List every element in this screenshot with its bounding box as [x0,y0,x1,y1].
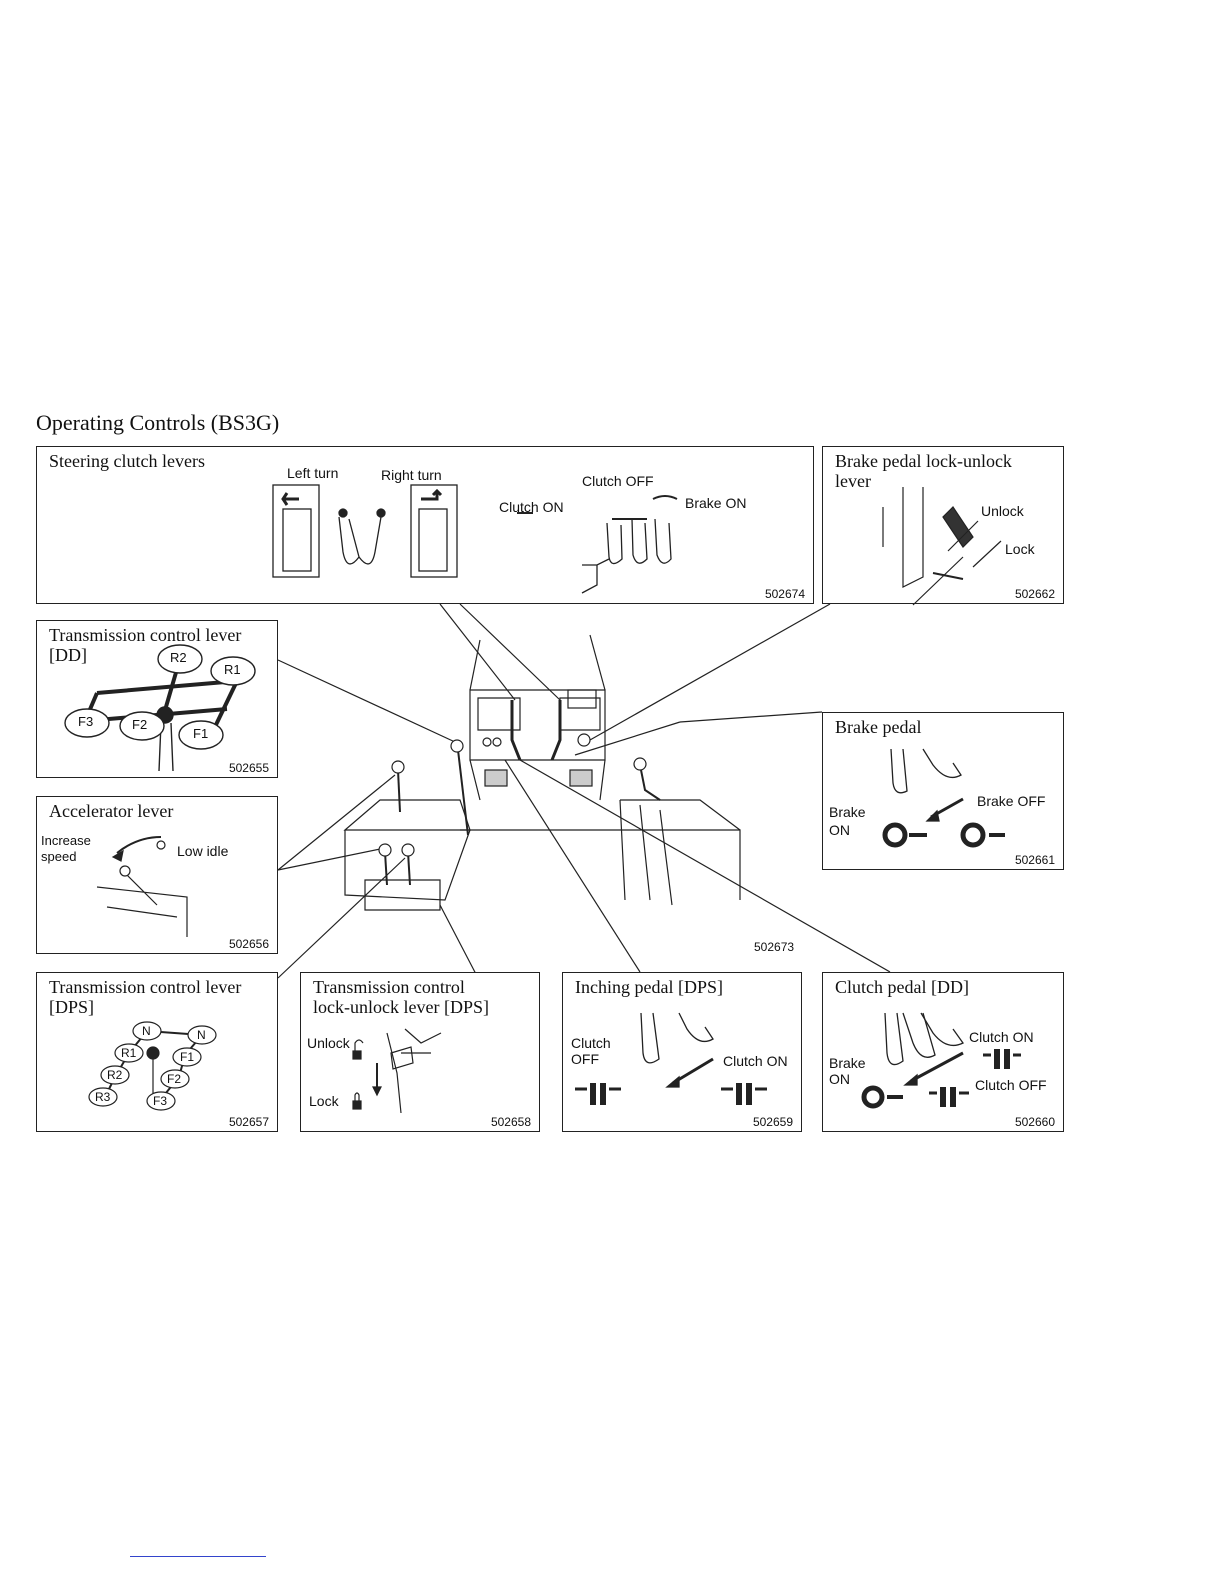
gear-r3: R3 [95,1090,111,1104]
gear-f1: F1 [180,1050,195,1064]
brake-lock-illustration [882,487,1002,606]
clutch-off-label: Clutch OFF [975,1077,1047,1093]
clutch-off-label: Clutch OFF [582,473,654,489]
figure-code: 502661 [1014,853,1055,867]
panel-title: Brake pedal [835,717,922,737]
brake-pedal-illustration [882,748,1005,848]
clutch-on-label: Clutch ON [499,499,564,515]
page-title: Operating Controls (BS3G) [36,410,280,435]
transmission-lock-panel: Transmission control lock-unlock lever [… [300,972,540,1132]
figure-code: 502662 [1014,587,1055,601]
gear-f3: F3 [78,714,94,729]
gear-n-left: N [142,1024,151,1038]
gear-r2: R2 [107,1068,123,1082]
accelerator-illustration [96,836,188,937]
figure-code: 502655 [228,761,269,775]
clutch-pedal-panel: Clutch pedal [DD] Clutch ON Brake ON Clu… [822,972,1064,1132]
figure-code: 502660 [1014,1115,1055,1129]
gear-f3: F3 [153,1094,168,1108]
gear-n-right: N [197,1028,206,1042]
brake-off-label: Brake OFF [977,793,1046,809]
gear-r1: R1 [121,1046,137,1060]
panel-title: Clutch pedal [DD] [835,977,969,997]
transmission-dd-panel: Transmission control lever [DD] R2 R1 F3… [36,620,278,778]
inching-pedal-panel: Inching pedal [DPS] Clutch OFF Clutch ON… [562,972,802,1132]
panel-title: Transmission control lever [DD] [49,625,242,665]
inching-pedal-illustration [575,1012,767,1105]
panel-title: Brake pedal lock-unlock lever [835,451,1012,491]
panel-title: Steering clutch levers [49,451,205,471]
center-code: 502673 [754,940,795,954]
figure-code: 502656 [228,937,269,951]
panel-title: Transmission control lock-unlock lever [… [313,977,489,1017]
steering-lever-illustration [272,484,678,594]
footer-rule [130,1556,266,1557]
brake-on-label: Brake ON [829,1055,866,1087]
lock-lever-illustration [352,1028,442,1114]
clutch-pedal-illustration [861,1012,1021,1109]
gear-f2: F2 [167,1072,182,1086]
dps-gear-pattern [88,1021,217,1111]
steering-clutch-panel: Steering clutch levers Left turn Right t… [36,446,814,604]
right-turn-label: Right turn [381,467,442,483]
gear-f2: F2 [132,717,148,732]
dd-gear-pattern [64,644,256,772]
brake-on-label: Brake ON [685,495,747,511]
panel-title: Inching pedal [DPS] [575,977,723,997]
brake-on-label: Brake ON [829,804,866,838]
left-turn-label: Left turn [287,465,339,481]
gear-f1: F1 [193,726,209,741]
figure-code: 502657 [228,1115,269,1129]
unlock-label: Unlock [981,503,1024,519]
lock-label: Lock [309,1093,339,1109]
lock-label: Lock [1005,541,1035,557]
clutch-on-label: Clutch ON [723,1053,788,1069]
unlock-label: Unlock [307,1035,350,1051]
clutch-off-label: Clutch OFF [571,1035,611,1067]
gear-r2: R2 [170,650,187,665]
figure-code: 502659 [752,1115,793,1129]
panel-title: Transmission control lever [DPS] [49,977,242,1017]
brake-lock-panel: Brake pedal lock-unlock lever Unlock Loc… [822,446,1064,606]
increase-speed-label: Increase speed [41,833,91,864]
figure-code: 502674 [764,587,805,601]
figure-code: 502658 [490,1115,531,1129]
panel-title: Accelerator lever [49,801,174,821]
accelerator-panel: Accelerator lever Increase speed Low idl… [36,796,278,954]
gear-r1: R1 [224,662,241,677]
low-idle-label: Low idle [177,843,229,859]
transmission-dps-panel: Transmission control lever [DPS] N N R1 … [36,972,278,1132]
brake-pedal-panel: Brake pedal Brake ON Brake OFF 502661 [822,712,1064,870]
clutch-on-label: Clutch ON [969,1029,1034,1045]
